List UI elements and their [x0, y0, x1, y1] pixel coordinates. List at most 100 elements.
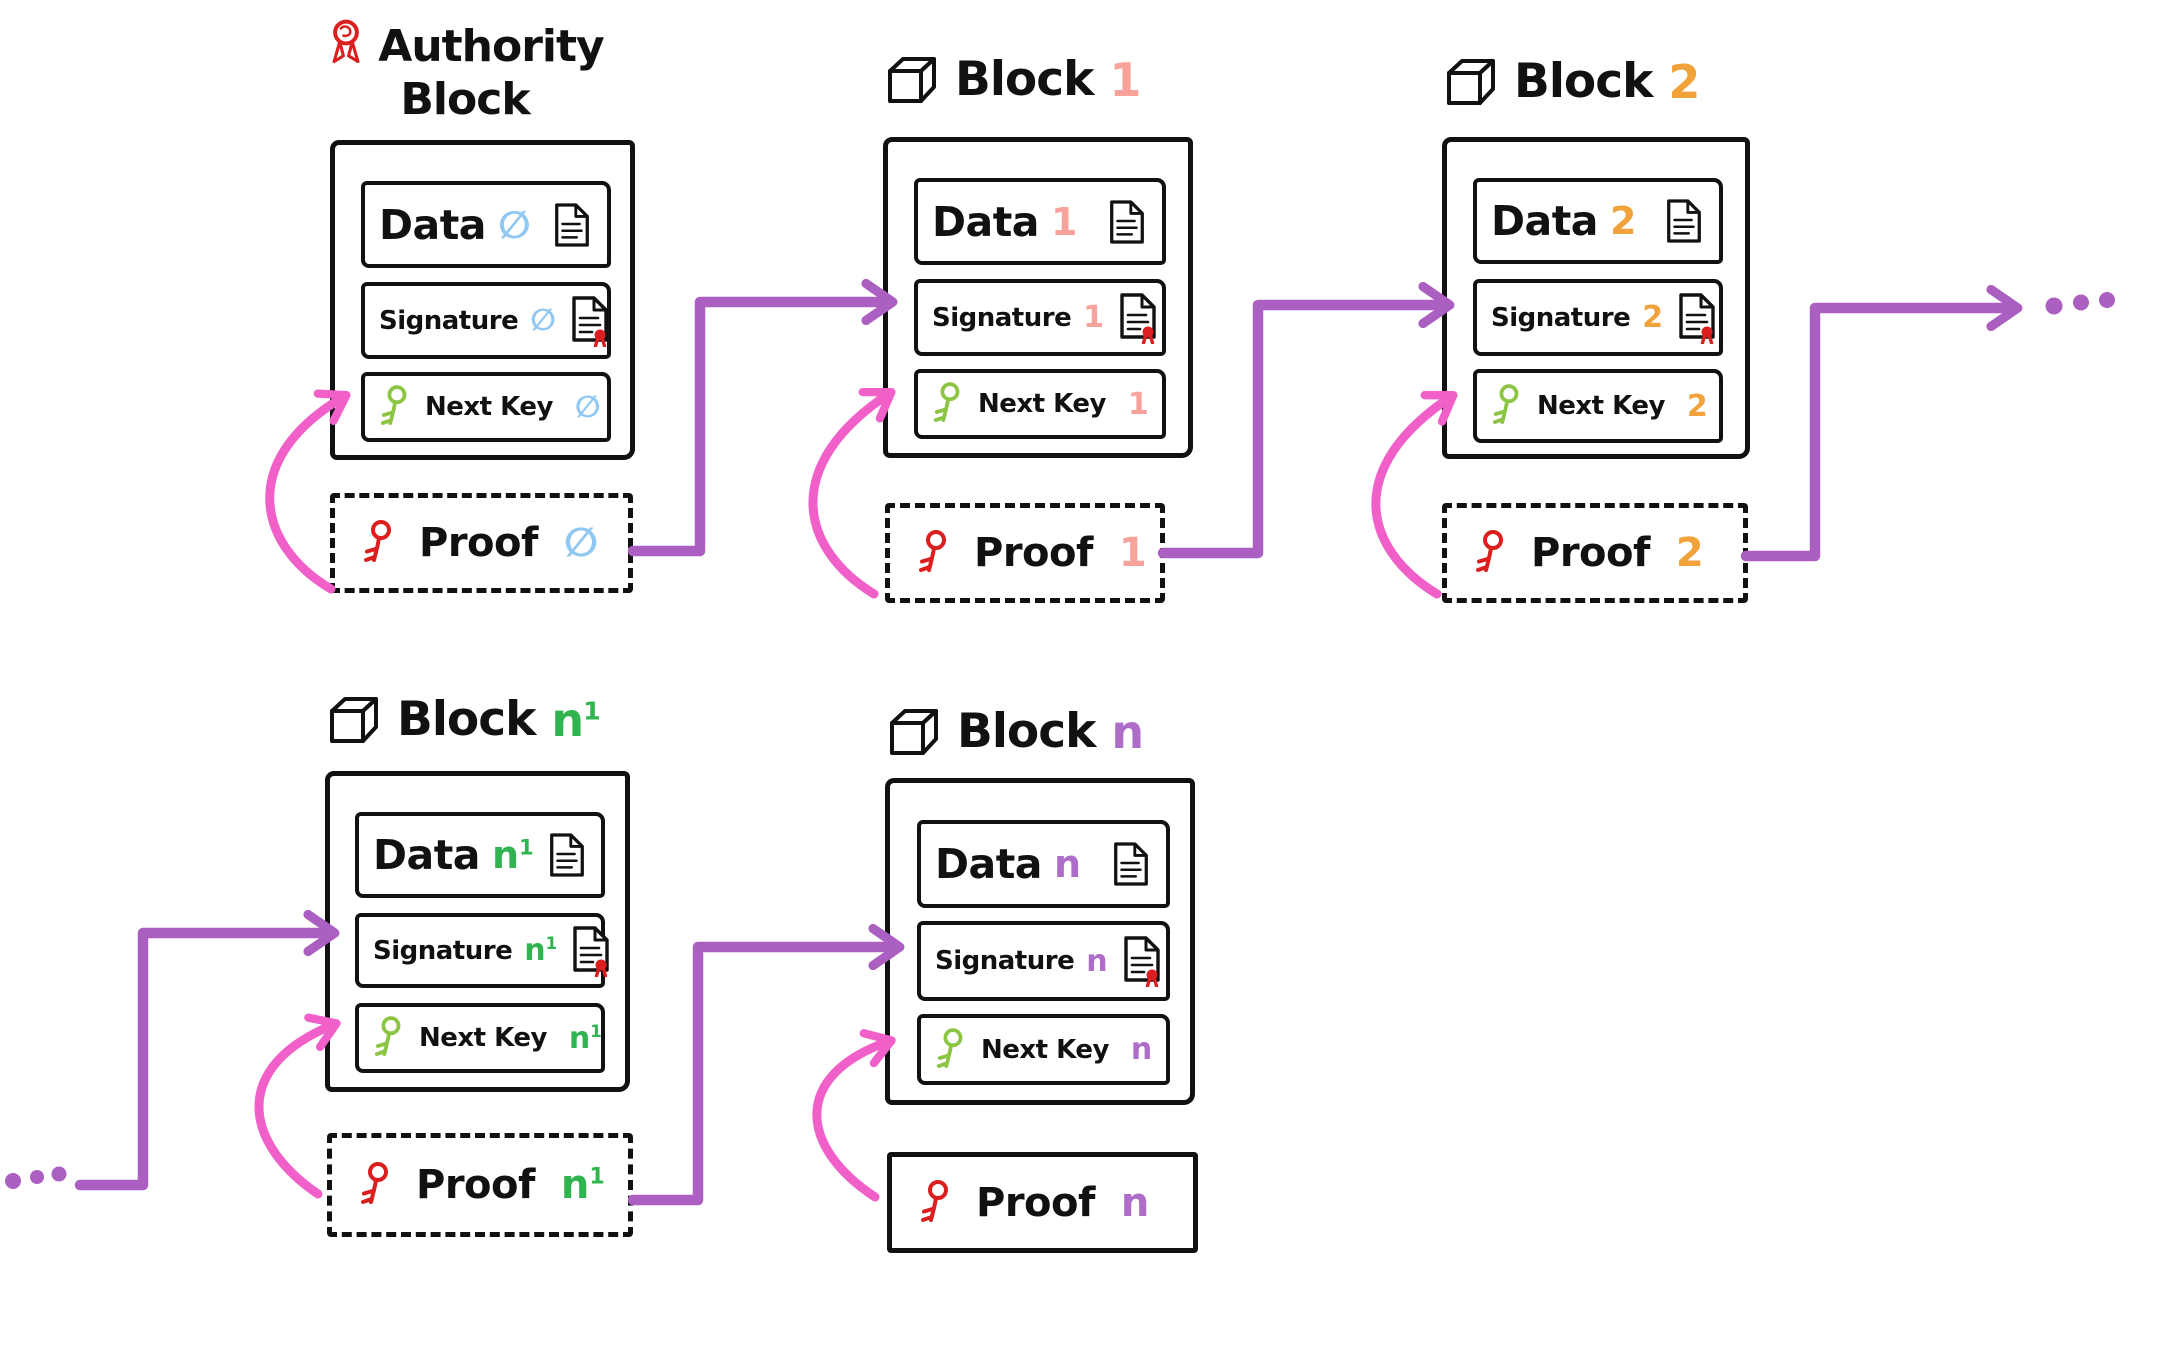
- proof-key-icon: [916, 529, 954, 577]
- block-n-title: Block: [957, 704, 1096, 759]
- authority-seal-icon: [326, 18, 366, 74]
- block-1-number: 1: [1109, 52, 1141, 107]
- document-icon: [1663, 198, 1705, 244]
- certificate-icon: [569, 925, 613, 977]
- signature-suffix: 2: [1642, 300, 1664, 335]
- proof-suffix: 1: [1118, 530, 1147, 576]
- data-suffix: n1: [491, 833, 534, 877]
- data-suffix: n: [1053, 842, 1082, 886]
- block-n-1-title: Block: [397, 692, 536, 747]
- authority-data-row: Data ∅: [361, 181, 611, 268]
- block-n-1-next-key-row: Next Key n1: [355, 1003, 605, 1073]
- cube-icon: [1442, 56, 1498, 108]
- block-2-next-key-row: Next Key 2: [1473, 369, 1723, 443]
- document-icon: [546, 832, 588, 878]
- certificate-icon: [1675, 292, 1719, 344]
- proof-suffix: 2: [1675, 530, 1704, 576]
- keylink-proof-n-1-to-nextkey-n-1-arrow: [254, 1013, 341, 1199]
- block-2-card: Data 2 Signature 2 Next Key 2: [1442, 137, 1750, 459]
- proof-label: Proof: [419, 520, 538, 566]
- proof-suffix: n: [1120, 1179, 1150, 1226]
- block-n-1-header: Block n1: [325, 692, 601, 747]
- block-1-next-key-row: Next Key 1: [914, 369, 1166, 439]
- next-key-icon: [379, 384, 413, 430]
- block-n-header: Block n: [885, 704, 1144, 759]
- signature-label: Signature: [379, 305, 519, 336]
- authority-signature-row: Signature ∅: [361, 282, 611, 359]
- next-key-label: Next Key: [1537, 391, 1665, 421]
- next-key-label: Next Key: [419, 1023, 547, 1053]
- connector-proof-n-1-to-signature-n-arrow: [627, 923, 905, 1206]
- next-key-icon: [935, 1027, 969, 1073]
- block-1-title: Block: [955, 52, 1094, 107]
- data-label: Data: [932, 197, 1039, 246]
- document-icon: [1106, 199, 1148, 245]
- authority-title-line2: Block: [400, 74, 530, 125]
- proof-label: Proof: [1531, 530, 1650, 576]
- block-1-data-row: Data 1: [914, 178, 1166, 265]
- block-n-1-signature-row: Signature n1: [355, 913, 605, 988]
- connector-proof1-to-signature2-arrow: [1157, 281, 1455, 559]
- authority-block-header: Authority Block: [300, 18, 630, 125]
- block-n-number: n: [1111, 704, 1144, 759]
- certificate-icon: [568, 295, 612, 347]
- data-label: Data: [1491, 197, 1598, 245]
- block-2-signature-row: Signature 2: [1473, 279, 1723, 356]
- certificate-icon: [1120, 935, 1164, 987]
- proof-key-icon: [1473, 529, 1511, 577]
- block-2-number: 2: [1668, 54, 1700, 109]
- block-1-proof-box: Proof 1: [885, 503, 1165, 603]
- document-icon: [1110, 841, 1152, 887]
- continuation-dots-right: [2045, 292, 2115, 315]
- block-2-data-row: Data 2: [1473, 178, 1723, 264]
- data-label: Data: [373, 831, 480, 879]
- block-n-data-row: Data n: [917, 820, 1170, 908]
- next-key-suffix: n1: [568, 1020, 602, 1056]
- keylink-proof2-to-nextkey2-arrow: [1371, 390, 1458, 599]
- keylink-proof-n-to-nextkey-n-arrow: [812, 1029, 896, 1202]
- authority-title-line1: Authority: [378, 20, 604, 72]
- proof-key-icon: [358, 1161, 396, 1209]
- next-key-suffix: ∅: [574, 389, 601, 425]
- continuation-dots-left: [5, 1166, 67, 1189]
- signature-suffix: n1: [524, 933, 558, 968]
- block-n-1-proof-box: Proof n1: [327, 1133, 633, 1237]
- next-key-icon: [373, 1015, 407, 1061]
- next-key-icon: [932, 381, 966, 427]
- authority-block-card: Data ∅ Signature ∅ Next Key ∅: [330, 140, 635, 460]
- block-n-1-data-row: Data n1: [355, 812, 605, 898]
- signature-label: Signature: [932, 302, 1072, 333]
- signature-suffix: ∅: [530, 303, 556, 338]
- block-n-next-key-row: Next Key n: [917, 1014, 1170, 1085]
- signature-label: Signature: [373, 935, 513, 966]
- proof-label: Proof: [416, 1162, 535, 1208]
- signature-suffix: 1: [1083, 300, 1105, 335]
- proof-suffix: n1: [560, 1162, 605, 1208]
- next-key-icon: [1491, 383, 1525, 429]
- signature-suffix: n: [1086, 943, 1108, 979]
- proof-label: Proof: [976, 1179, 1095, 1226]
- next-key-label: Next Key: [981, 1034, 1109, 1065]
- proof-key-icon: [361, 519, 399, 567]
- block-n-1-number: n1: [551, 692, 600, 747]
- next-key-suffix: n: [1130, 1032, 1153, 1067]
- block-n-card: Data n Signature n Next Key n: [885, 778, 1195, 1105]
- block-n-signature-row: Signature n: [917, 921, 1170, 1001]
- cube-icon: [325, 694, 381, 746]
- certificate-icon: [1116, 292, 1160, 344]
- next-key-suffix: 2: [1686, 388, 1708, 424]
- block-n-1-card: Data n1 Signature n1 Next Key n1: [325, 771, 630, 1092]
- proof-suffix: ∅: [563, 520, 599, 566]
- data-suffix: ∅: [497, 202, 531, 247]
- signature-label: Signature: [1491, 302, 1631, 333]
- data-suffix: 1: [1050, 199, 1078, 244]
- cube-icon: [883, 54, 939, 106]
- block-2-proof-box: Proof 2: [1442, 503, 1748, 603]
- proof-label: Proof: [974, 530, 1093, 576]
- connector-continuation-to-signature-n-1-arrow: [74, 909, 340, 1191]
- next-key-suffix: 1: [1127, 386, 1149, 422]
- data-suffix: 2: [1609, 199, 1637, 243]
- cube-icon: [885, 706, 941, 758]
- block-2-title: Block: [1514, 54, 1653, 109]
